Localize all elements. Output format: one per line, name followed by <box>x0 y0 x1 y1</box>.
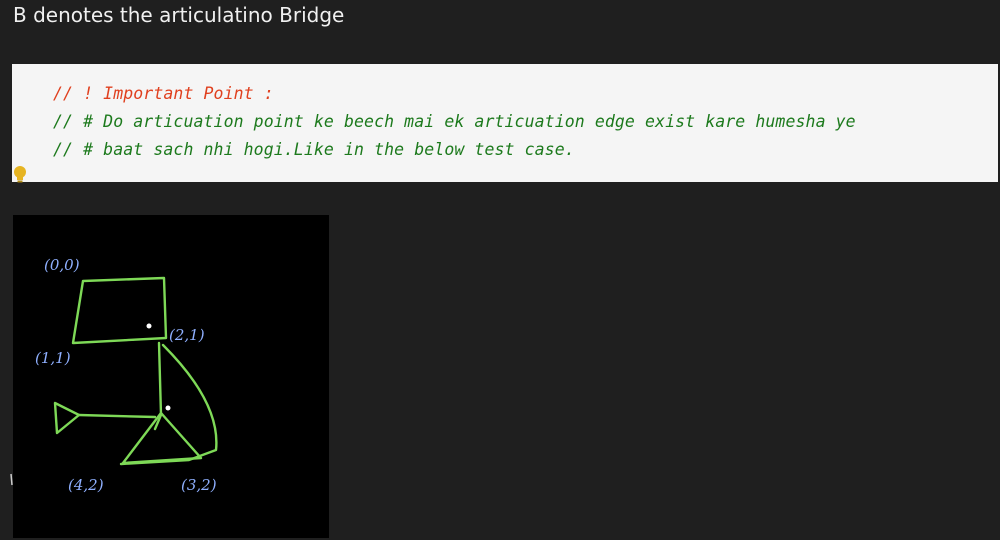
lightbulb-icon[interactable] <box>13 165 27 185</box>
sketch-left-triangle <box>53 401 81 435</box>
sketch-label: (0,0) <box>44 256 80 274</box>
sketch-edge-arc <box>119 343 218 466</box>
page-heading: B denotes the articulatino Bridge <box>13 3 345 27</box>
code-line-important: // ! Important Point : <box>53 84 274 103</box>
code-block: // ! Important Point : // # Do articuati… <box>12 64 998 182</box>
sketch-box <box>71 276 168 345</box>
sketch-node-dot <box>132 339 134 341</box>
code-line-statement: // # Do articuation point ke beech mai e… <box>53 112 856 131</box>
code-line-continuation: // # baat sach nhi hogi.Like in the belo… <box>53 140 575 159</box>
graph-sketch-image: (0,0) (2,1) (1,1) (4,2) (3,2) <box>13 215 329 538</box>
edge-mark <box>10 473 13 486</box>
sketch-label: (3,2) <box>181 476 217 494</box>
sketch-edge-vertical <box>153 341 163 431</box>
sketch-edge-left <box>77 413 157 419</box>
sketch-node-dot <box>165 405 171 411</box>
sketch-node-dot <box>146 323 152 329</box>
sketch-triangle <box>121 411 203 465</box>
sketch-label: (1,1) <box>35 349 71 367</box>
sketch-node-dot <box>124 339 126 341</box>
sketch-label: (2,1) <box>169 326 205 344</box>
sketch-label: (4,2) <box>68 476 104 494</box>
